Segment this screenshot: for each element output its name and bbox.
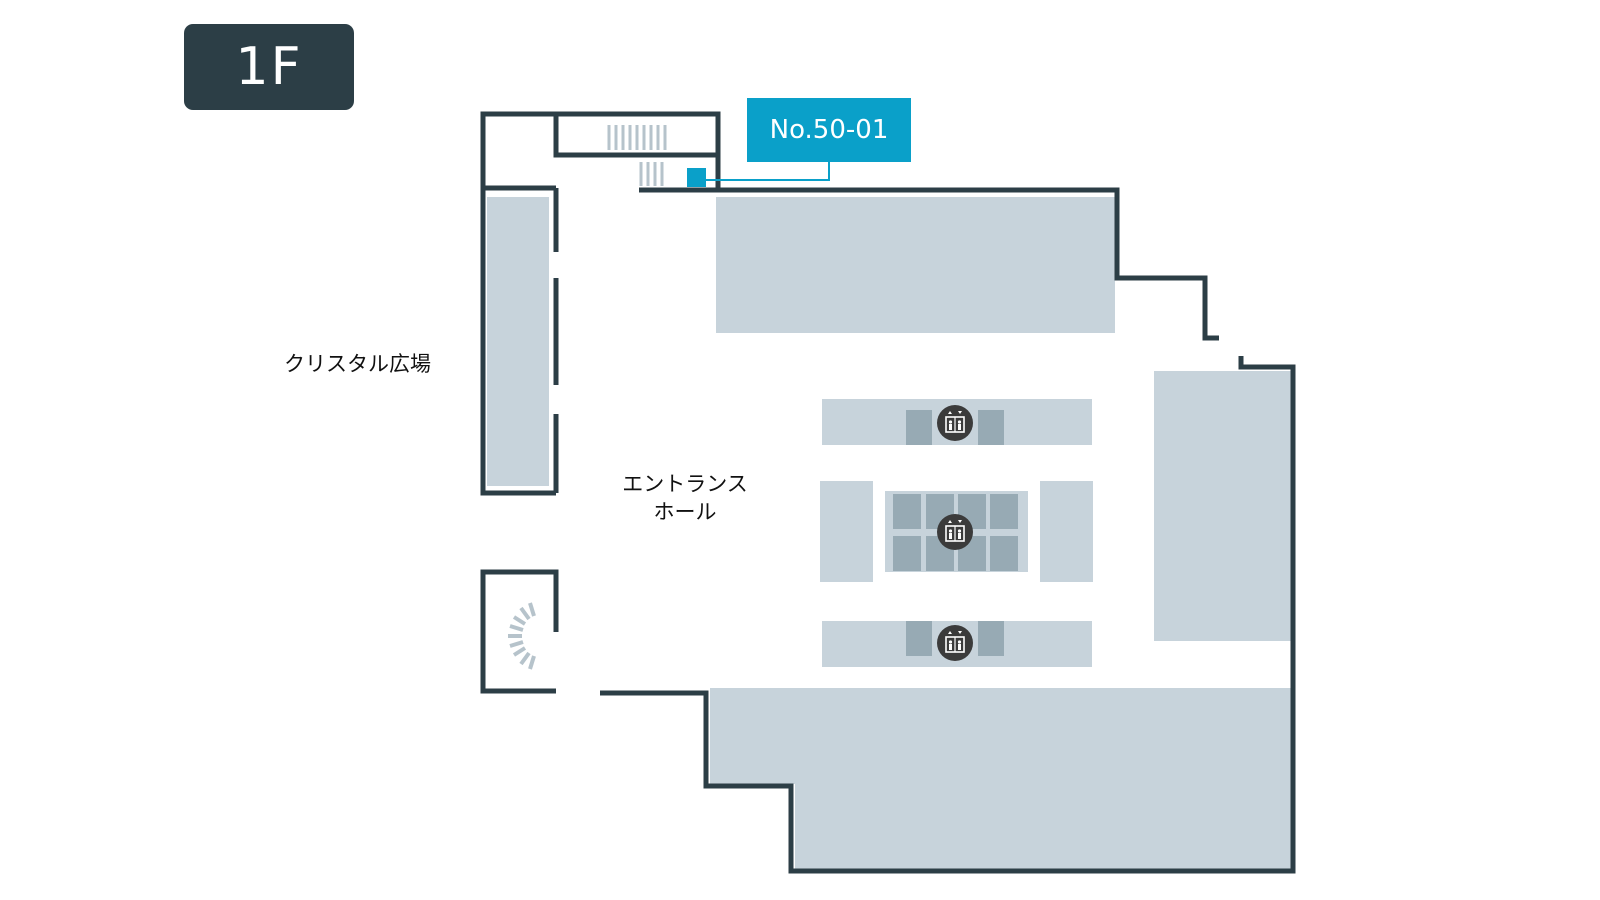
stairs-icon <box>607 125 667 186</box>
walls <box>480 111 1296 874</box>
area-label-entrance-hall-line1: エントランス <box>622 472 748 496</box>
area-label-entrance-hall: エントランス ホール <box>610 470 760 526</box>
elevator-icon[interactable] <box>937 625 973 661</box>
room-west[interactable] <box>487 197 549 486</box>
location-marker-icon[interactable] <box>687 162 830 187</box>
room-center-right[interactable] <box>1040 481 1093 582</box>
elevator-icon[interactable] <box>937 405 973 441</box>
rooms <box>487 197 1291 869</box>
area-label-crystal-plaza: クリスタル広場 <box>284 352 431 376</box>
room-north[interactable] <box>716 197 1115 333</box>
room-east[interactable] <box>1154 371 1291 641</box>
spiral-stairs-icon <box>508 602 536 670</box>
area-label-entrance-hall-line2: ホール <box>653 500 717 524</box>
room-center-left[interactable] <box>820 481 873 582</box>
elevator-cars <box>893 410 1018 656</box>
elevator-icon[interactable] <box>937 514 973 550</box>
floor-badge: 1F <box>184 24 354 110</box>
location-tag[interactable]: No.50-01 <box>747 98 911 162</box>
room-south[interactable] <box>710 688 1291 869</box>
